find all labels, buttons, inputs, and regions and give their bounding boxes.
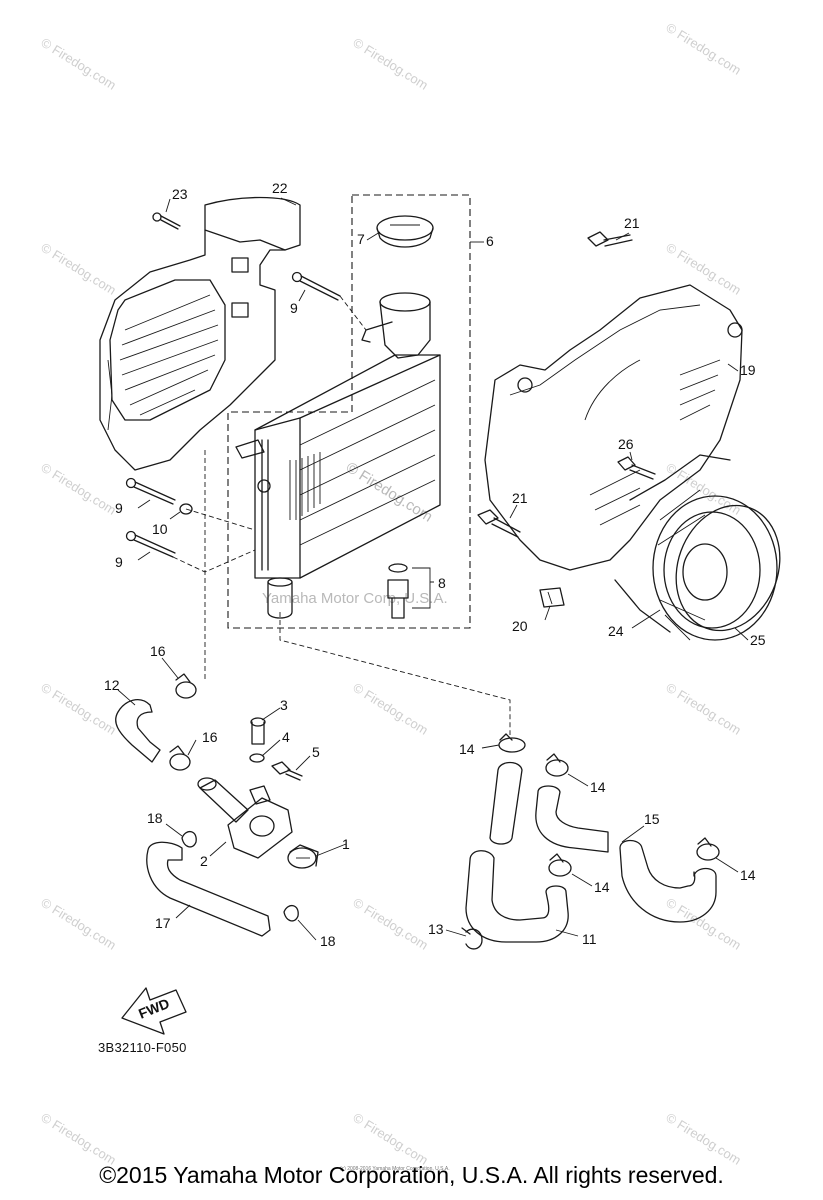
watermark: © Firedog.com	[350, 35, 430, 93]
callout-16: 16	[150, 643, 166, 659]
leader-lines	[172, 295, 511, 735]
part-6-radiator-box	[227, 194, 471, 629]
watermark: © Firedog.com	[38, 35, 118, 93]
part-13-clip	[461, 927, 483, 950]
part-21-bolt	[587, 231, 633, 247]
part-11-hose	[465, 850, 569, 943]
callout-7: 7	[357, 231, 365, 247]
callout-15: 15	[644, 811, 660, 827]
fwd-label: FWD	[136, 995, 172, 1022]
part-1-thermostat	[287, 844, 319, 869]
watermark: © Firedog.com	[38, 895, 118, 953]
copyright-notice: ©2015 Yamaha Motor Corporation, U.S.A. A…	[99, 1162, 724, 1188]
callout-18: 18	[320, 933, 336, 949]
part-14-clamp	[548, 853, 572, 877]
part-20-grommet	[539, 587, 565, 608]
callout-9: 9	[115, 554, 123, 570]
part-18-clamp	[283, 905, 299, 922]
callout-23: 23	[172, 186, 188, 202]
callout-22: 22	[272, 180, 288, 196]
callout-16: 16	[202, 729, 218, 745]
callout-11: 11	[582, 931, 597, 947]
callout-12: 12	[104, 677, 120, 693]
watermark: © Firedog.com	[350, 680, 430, 738]
part-17-hose	[146, 841, 271, 937]
watermark-yamaha: Yamaha Motor Corp, U.S.A.	[262, 590, 448, 607]
watermark-layer: © Firedog.com © Firedog.com © Firedog.co…	[38, 20, 743, 1168]
callout-14: 14	[459, 741, 475, 757]
part-22-radiator-cover	[99, 196, 301, 471]
part-10-washer	[179, 503, 193, 515]
part-4-washer	[249, 753, 265, 763]
callout-17: 17	[155, 915, 171, 931]
drawing-code: 3B32110-F050	[98, 1040, 187, 1055]
part-7-radiator-cap	[376, 215, 434, 248]
part-15-hose	[535, 785, 717, 923]
part-12-hose	[115, 699, 161, 763]
tiny-notice: (c) 2008-2016 Yamaha Motor Corporation, …	[340, 1166, 450, 1172]
watermark: © Firedog.com	[663, 680, 743, 738]
part-14-clamp	[498, 733, 526, 753]
part-21-bolt	[477, 509, 521, 538]
callout-14: 14	[590, 779, 606, 795]
callout-21: 21	[512, 490, 528, 506]
part-16-clamp	[175, 673, 197, 699]
callout-25: 25	[750, 632, 766, 648]
callout-leaders	[117, 197, 749, 941]
part-14-clamp	[545, 753, 569, 777]
part-9-bolt	[291, 271, 341, 301]
callout-24: 24	[608, 623, 624, 639]
part-19-engine-cover	[484, 284, 743, 571]
part-26-bolt	[617, 456, 656, 480]
callout-26: 26	[618, 436, 634, 452]
part-9-bolt	[125, 530, 176, 558]
callout-5: 5	[312, 744, 320, 760]
callout-20: 20	[512, 618, 528, 634]
callout-14: 14	[594, 879, 610, 895]
watermark: © Firedog.com	[38, 240, 118, 298]
hose-section	[489, 761, 523, 845]
part-25-o-ring	[675, 504, 781, 632]
callout-2: 2	[200, 853, 208, 869]
callout-21: 21	[624, 215, 640, 231]
callout-8: 8	[438, 575, 446, 591]
callout-13: 13	[428, 921, 444, 937]
callout-14: 14	[740, 867, 756, 883]
fwd-arrow-icon: FWD	[121, 987, 187, 1035]
part-9-bolt	[125, 477, 176, 505]
callout-19: 19	[740, 362, 756, 378]
watermark: © Firedog.com	[38, 1110, 118, 1168]
callout-4: 4	[282, 729, 290, 745]
callout-6: 6	[486, 233, 494, 249]
callouts: 1 2 3 4 5 6 7 8 9 9 9 10 11 12 13 14 14 …	[104, 180, 766, 949]
watermark: © Firedog.com	[663, 895, 743, 953]
part-18-clamp	[181, 831, 197, 848]
part-5-bolt	[271, 761, 303, 781]
part-16-clamp	[169, 745, 191, 771]
watermark: © Firedog.com	[663, 20, 743, 78]
part-23-bolt	[152, 212, 181, 230]
callout-9: 9	[115, 500, 123, 516]
part-14-clamp	[696, 837, 720, 861]
watermark: © Firedog.com	[350, 895, 430, 953]
part-3-bolt	[250, 717, 266, 745]
callout-3: 3	[280, 697, 288, 713]
callout-18: 18	[147, 810, 163, 826]
callout-10: 10	[152, 521, 168, 537]
watermark: © Firedog.com	[663, 1110, 743, 1168]
callout-1: 1	[342, 836, 350, 852]
callout-9: 9	[290, 300, 298, 316]
part-6-radiator	[235, 292, 441, 619]
watermark: © Firedog.com	[350, 1110, 430, 1168]
watermark: © Firedog.com	[38, 460, 118, 518]
part-2-thermostat-housing	[197, 777, 293, 859]
